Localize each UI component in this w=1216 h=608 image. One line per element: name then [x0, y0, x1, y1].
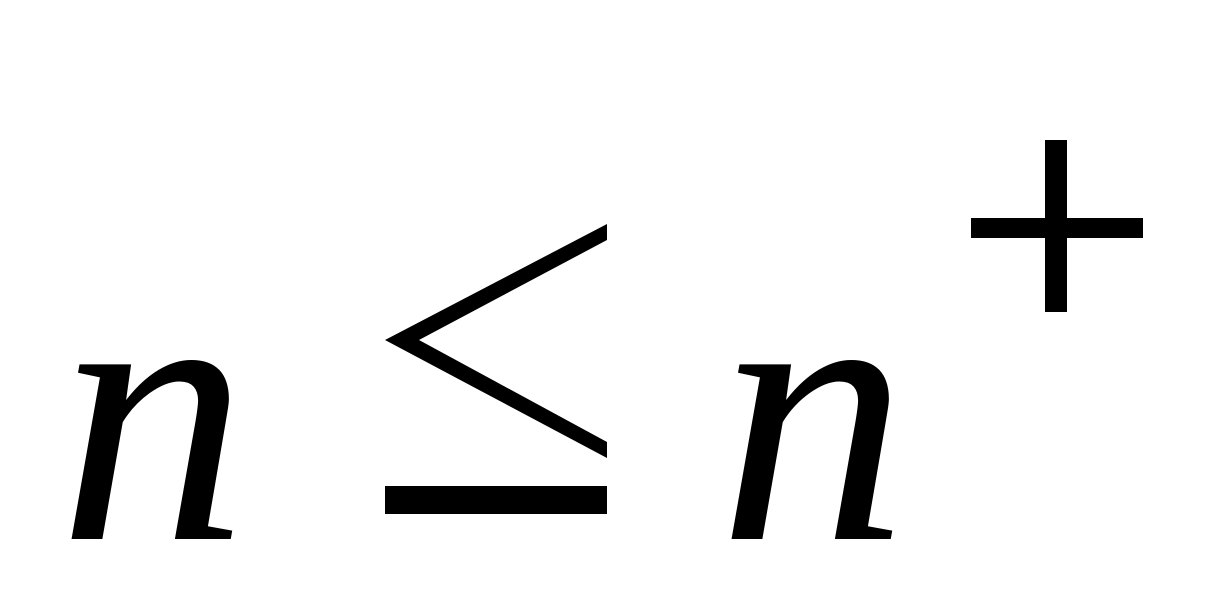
plus-icon — [971, 140, 1143, 312]
rhs-variable-n: n — [718, 201, 908, 608]
less-than-or-equal-icon — [385, 224, 607, 514]
equality-bar — [385, 486, 607, 514]
plus-horizontal-stroke — [971, 218, 1143, 238]
less-than-chevron — [385, 224, 607, 458]
lhs-variable-n: n — [58, 201, 248, 608]
